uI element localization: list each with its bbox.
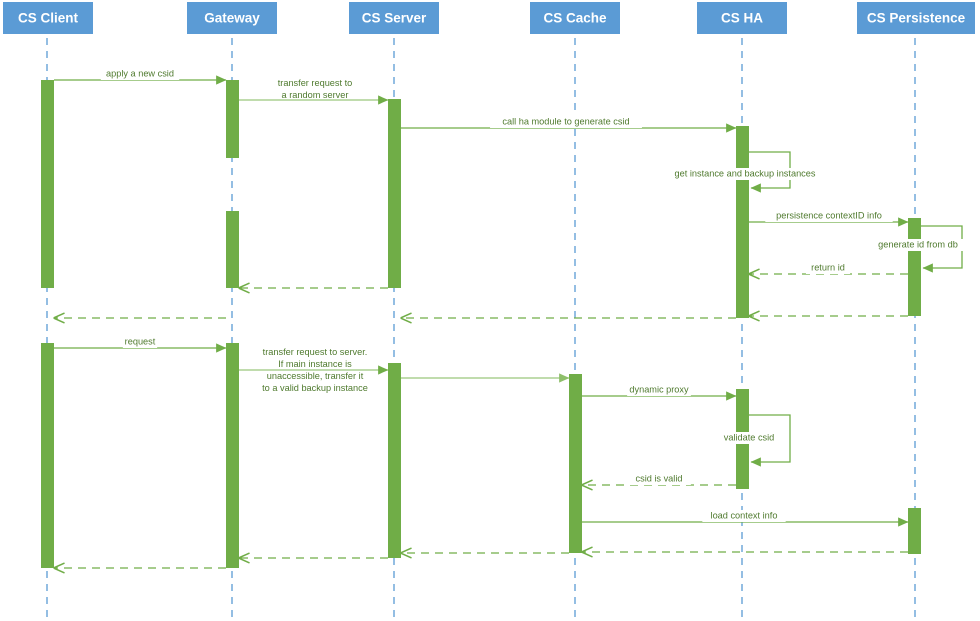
label-backdrop [100, 68, 180, 80]
lifeline-header-gateway[interactable]: Gateway [187, 2, 277, 34]
activation-bar-server [388, 99, 401, 288]
message-label: transfer request to server.If main insta… [262, 347, 368, 393]
activation-bar-client [41, 343, 54, 568]
label-backdrop [490, 116, 642, 128]
participant-box[interactable] [857, 2, 975, 34]
activation-bar-persistence [908, 218, 921, 316]
participant-box[interactable] [349, 2, 439, 34]
message-label: load context info [711, 510, 778, 520]
message-label: call ha module to generate csid [502, 116, 629, 126]
activation-bar-gateway [226, 211, 239, 288]
message-label: dynamic proxy [629, 384, 689, 394]
label-backdrop [627, 384, 691, 396]
message-label: request [125, 336, 156, 346]
message-label: persistence contextID info [776, 210, 882, 220]
label-backdrop [664, 168, 826, 180]
message-m18: load context info [582, 510, 909, 527]
lifeline-header-cache[interactable]: CS Cache [530, 2, 620, 34]
participant-box[interactable] [530, 2, 620, 34]
participant-label: CS Client [18, 11, 79, 26]
message-m16: validate csid [717, 414, 791, 467]
activation-bar-persistence [908, 508, 921, 554]
message-m4: get instance and backup instances [664, 151, 826, 193]
participant-label: Gateway [204, 11, 260, 26]
activation-bar-gateway [226, 343, 239, 568]
label-backdrop [702, 510, 786, 522]
activation-bar-ha [736, 126, 749, 318]
message-m1: apply a new csid [54, 68, 227, 85]
activations-group [41, 80, 921, 568]
message-m13: transfer request to server.If main insta… [239, 347, 389, 393]
lifelines-group [46, 38, 916, 619]
lifeline-header-client[interactable]: CS Client [3, 2, 93, 34]
label-backdrop [717, 432, 781, 444]
message-m17: csid is valid [582, 473, 736, 485]
label-backdrop [122, 336, 158, 348]
activation-bar-cache [569, 374, 582, 553]
activation-bar-server [388, 363, 401, 558]
lifeline-header-persistence[interactable]: CS Persistence [857, 2, 975, 34]
message-m6: generate id from db [871, 225, 965, 273]
message-label: apply a new csid [106, 68, 174, 78]
message-label: csid is valid [636, 473, 683, 483]
label-backdrop [627, 473, 691, 485]
activation-bar-gateway [226, 80, 239, 158]
label-backdrop [765, 210, 893, 222]
participant-label: CS Cache [543, 11, 607, 26]
lifeline-header-ha[interactable]: CS HA [697, 2, 787, 34]
message-label: get instance and backup instances [675, 168, 816, 178]
message-m15: dynamic proxy [582, 384, 737, 401]
label-backdrop [871, 239, 965, 251]
participant-label: CS Server [362, 11, 427, 26]
activation-bar-client [41, 80, 54, 288]
participant-label: CS Persistence [867, 11, 966, 26]
lifeline-header-server[interactable]: CS Server [349, 2, 439, 34]
message-label: validate csid [724, 432, 775, 442]
message-m7: return id [749, 262, 908, 274]
participant-box[interactable] [3, 2, 93, 34]
message-label: generate id from db [878, 239, 958, 249]
message-m3: call ha module to generate csid [401, 116, 737, 133]
participant-box[interactable] [697, 2, 787, 34]
message-m12: request [54, 336, 227, 353]
participant-label: CS HA [721, 11, 763, 26]
lifeline-headers-group: CS Client Gateway CS Server CS Cache CS HA CS… [3, 2, 975, 34]
message-m5: persistence contextID info [749, 210, 909, 227]
label-backdrop [805, 262, 851, 274]
self-call-path [749, 414, 791, 467]
participant-box[interactable] [187, 2, 277, 34]
message-label: return id [811, 262, 845, 272]
